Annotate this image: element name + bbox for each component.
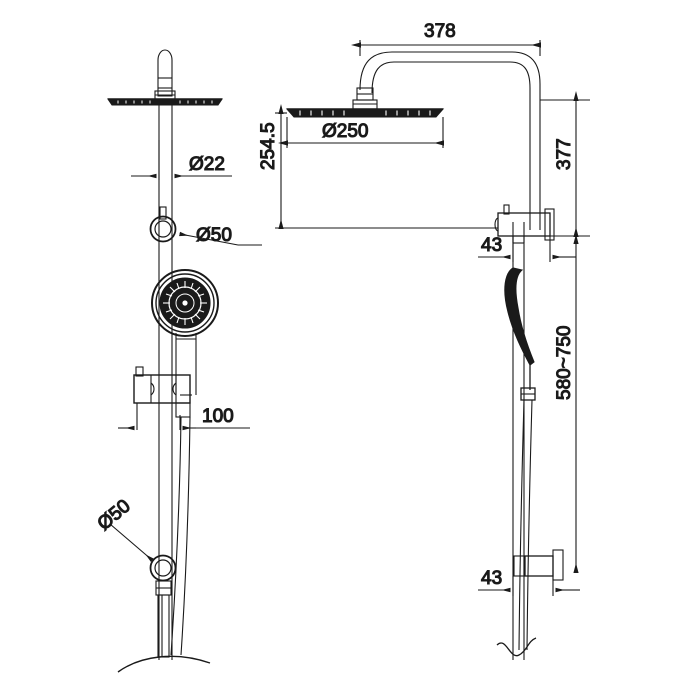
front-shower-arm [359, 51, 541, 230]
dimension-label-100: 100 [202, 406, 234, 427]
dimension-43-upper: 43 [478, 234, 576, 262]
side-upper-wall-bracket-ring [149, 215, 177, 243]
dimension-43-lower: 43 [478, 567, 580, 596]
front-lower-bracket [513, 549, 564, 581]
dimension-dia22: Ø22 [131, 140, 232, 180]
dimension-dia50-upper: Ø50 [179, 224, 262, 247]
front-upper-bracket [494, 204, 555, 244]
dimension-label-377: 377 [554, 138, 575, 170]
dimension-label-dia250: Ø250 [322, 121, 368, 142]
dimension-label-dia22: Ø22 [189, 154, 225, 175]
dimension-dia50-lower: Ø50 [93, 495, 154, 562]
front-arm-connector [352, 87, 378, 110]
dimension-label-43-lower: 43 [481, 568, 502, 589]
side-upper-connector [159, 206, 167, 220]
side-overhead-shower-plate [106, 98, 224, 106]
side-break-line [117, 655, 211, 673]
dimension-label-43-upper: 43 [481, 235, 502, 256]
front-hose [518, 399, 533, 651]
dimension-580-750: 580~750 [553, 234, 579, 573]
dimension-100: 100 [118, 403, 250, 431]
side-hose [170, 416, 191, 656]
dimension-254-5: 254.5 [257, 104, 498, 229]
dimension-label-580-750: 580~750 [554, 326, 575, 401]
front-hand-shower-profile [504, 267, 536, 401]
side-hand-shower-face [151, 269, 219, 337]
dimension-378: 378 [351, 20, 541, 56]
side-bottom-inlet [155, 580, 172, 658]
front-break-line [496, 637, 537, 657]
side-shower-arm-stub [154, 49, 176, 100]
dimension-377: 377 [540, 91, 590, 237]
dimension-label-378: 378 [424, 21, 456, 42]
front-overhead-shower-disc [285, 108, 445, 118]
side-view-group: Ø22 Ø50 100 Ø50 [93, 49, 262, 673]
front-view-group: 378 Ø250 254.5 377 [257, 20, 590, 660]
side-slide-bracket [133, 366, 191, 418]
side-riser-rail [158, 99, 173, 660]
dimension-label-254-5: 254.5 [258, 122, 279, 170]
dimension-label-dia50-lower: Ø50 [94, 496, 135, 535]
side-hand-shower-handle [175, 333, 197, 396]
dimension-label-dia50-upper: Ø50 [196, 225, 232, 246]
dimension-dia250: Ø250 [278, 117, 444, 148]
